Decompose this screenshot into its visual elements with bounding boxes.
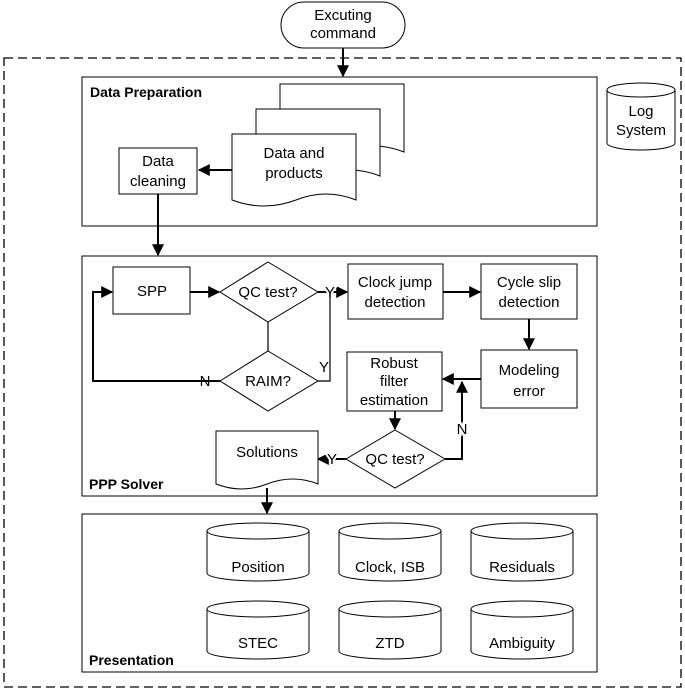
qc2-yes-label: Y xyxy=(327,451,337,468)
start-terminal: Excuting command xyxy=(280,1,406,49)
result-label: Position xyxy=(231,559,284,576)
result-cylinder-ambiguity: Ambiguity xyxy=(470,600,574,660)
result-cylinder-ztd: ZTD xyxy=(338,600,442,660)
log-label-line1: Log xyxy=(628,103,653,120)
robust-label-line3: estimation xyxy=(360,392,428,409)
data-products-documents: Data and products xyxy=(231,83,405,207)
cleaning-label-line2: cleaning xyxy=(130,173,186,190)
cycle-slip-box: Cycle slip detection xyxy=(480,263,578,320)
result-cylinder-residuals: Residuals xyxy=(470,522,574,582)
modeling-error-box: Modeling error xyxy=(480,349,578,409)
raim-no-loop xyxy=(92,286,220,382)
raim-yes-connector xyxy=(318,292,331,382)
data-cleaning-box: Data cleaning xyxy=(118,147,198,195)
model-label-line2: error xyxy=(513,383,545,400)
raim-diamond: RAIM? xyxy=(219,350,319,412)
result-cylinder-clock-isb: Clock, ISB xyxy=(338,522,442,582)
result-cylinder-stec: STEC xyxy=(206,600,310,660)
clock-label-line1: Clock jump xyxy=(358,274,432,291)
result-label: STEC xyxy=(238,635,278,652)
qc-test-1-diamond: QC test? xyxy=(219,261,319,323)
result-label: Ambiguity xyxy=(489,635,555,652)
cycle-label-line1: Cycle slip xyxy=(497,274,561,291)
raim-label: RAIM? xyxy=(245,373,291,390)
spp-box: SPP xyxy=(112,266,191,315)
qc2-no-label: N xyxy=(457,421,468,438)
robust-label-line2: filter xyxy=(380,373,408,390)
clock-jump-box: Clock jump detection xyxy=(347,263,444,320)
log-system-cylinder: Log System xyxy=(606,82,676,151)
qc1-label: QC test? xyxy=(238,284,297,301)
cycle-label-line2: detection xyxy=(499,294,560,311)
raim-no-label: N xyxy=(200,373,211,390)
spp-label: SPP xyxy=(137,283,167,300)
log-label-line2: System xyxy=(616,122,666,139)
qc-test-2-diamond: QC test? xyxy=(345,429,446,489)
model-label-line1: Modeling xyxy=(499,362,560,379)
start-label-line1: Excuting xyxy=(314,7,372,24)
cleaning-label-line1: Data xyxy=(142,153,174,170)
qc2-label: QC test? xyxy=(365,451,424,468)
raim-yes-label: Y xyxy=(319,359,329,376)
clock-label-line2: detection xyxy=(365,294,426,311)
ppp-solver-title: PPP Solver xyxy=(89,476,164,492)
result-label: ZTD xyxy=(375,635,404,652)
robust-label-line1: Robust xyxy=(370,355,418,372)
data-preparation-title: Data Preparation xyxy=(90,84,202,100)
products-label-line2: products xyxy=(265,165,323,182)
result-label: Residuals xyxy=(489,559,555,576)
result-cylinder-position: Position xyxy=(206,522,310,582)
robust-filter-box: Robust filter estimation xyxy=(346,351,443,412)
solutions-document: Solutions xyxy=(215,430,319,490)
result-label: Clock, ISB xyxy=(355,559,425,576)
start-label-line2: command xyxy=(310,25,376,42)
presentation-title: Presentation xyxy=(89,652,174,668)
products-label-line1: Data and xyxy=(264,145,325,162)
arrow-qc2-no-to-robust xyxy=(445,380,468,460)
solutions-label: Solutions xyxy=(236,444,298,461)
